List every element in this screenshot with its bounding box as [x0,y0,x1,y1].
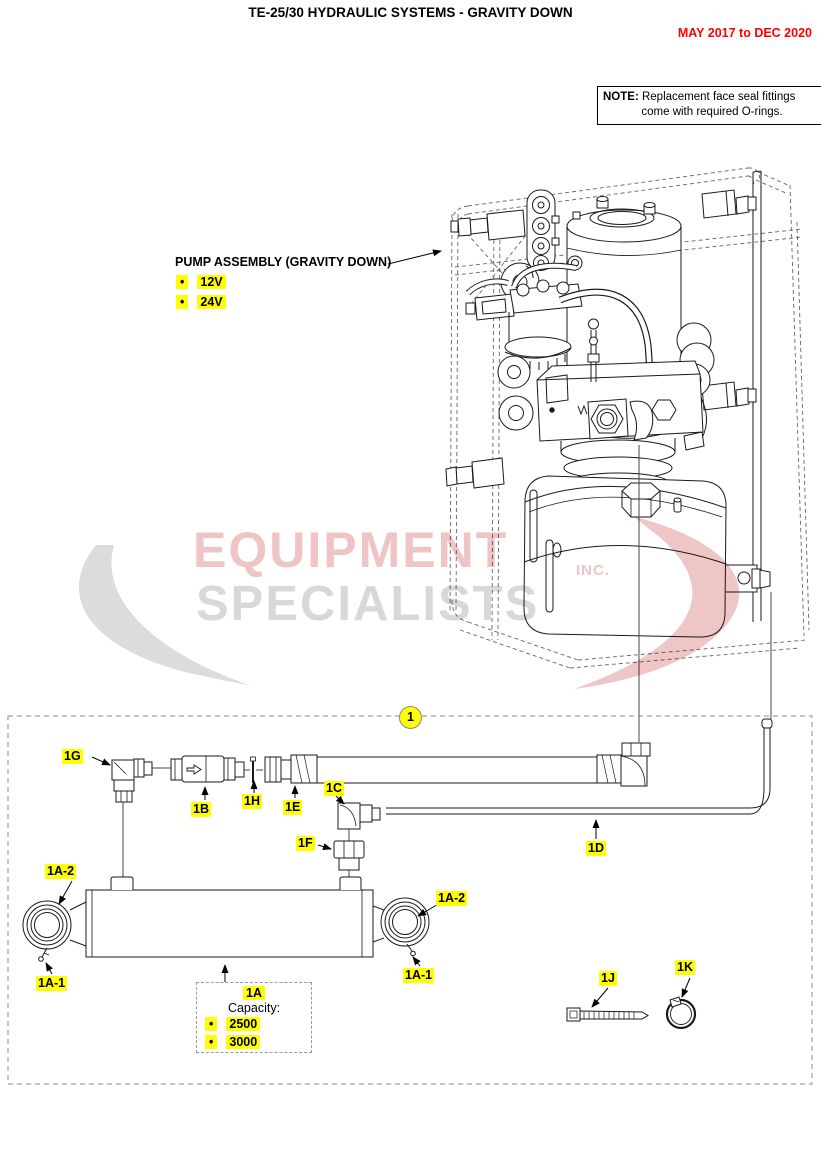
check-valve-1b [170,755,250,783]
part-label-1h: 1H [242,794,262,809]
page-title: TE-25/30 HYDRAULIC SYSTEMS - GRAVITY DOW… [248,5,573,20]
part-label-1j: 1J [599,971,617,986]
date-range-label: MAY 2017 to DEC 2020 [677,26,812,40]
bullet-icon: • [205,1035,218,1049]
note-line1: Replacement face seal fittings [641,91,796,103]
group-1-boundary [7,715,813,1085]
part-label-1c: 1C [324,781,344,796]
bullet-icon: • [205,1017,218,1031]
capacity-heading: Capacity: [227,1001,281,1015]
tube-1d [386,718,773,815]
group-1-badge: 1 [399,706,422,729]
part-label-1a1-left: 1A-1 [36,976,68,991]
note-line2: come with required O-rings. [641,106,783,118]
part-label-1a2-left: 1A-2 [45,864,77,879]
note-label: NOTE: [603,91,639,103]
part-label-1a2-right: 1A-2 [436,891,468,906]
pump-option-12v: •12V [176,275,226,289]
reservoir-tank [523,475,771,638]
hose-assembly-1e [264,742,651,787]
cylinder-1a [22,876,430,962]
callout-arrows [45,249,691,1008]
bullet-icon: • [176,275,189,289]
part-label-1d: 1D [586,841,606,856]
part-label-1b: 1B [191,802,211,817]
part-label-1a1-right: 1A-1 [403,968,435,983]
mounting-brackets [445,170,762,622]
fitting-1g [111,758,171,877]
hose-clamp-1k [665,996,697,1030]
terminal-strip [526,189,560,271]
fitting-1f [333,840,365,877]
part-label-1e: 1E [283,800,303,815]
fitting-1h [250,756,263,783]
pump-body [536,318,704,494]
zip-tie-1j [566,1007,649,1022]
pump-option-24v: •24V [176,295,226,309]
bullet-icon: • [176,295,189,309]
capacity-box: 1A Capacity: •2500 •3000 [196,982,312,1053]
pump-assembly-callout: PUMP ASSEMBLY (GRAVITY DOWN) [175,255,392,269]
part-label-1f: 1F [296,836,315,851]
capacity-option-2500: •2500 [205,1017,261,1031]
fitting-1c [337,802,381,841]
part-label-1g: 1G [62,749,83,764]
capacity-option-3000: •3000 [205,1035,261,1049]
note-box: NOTE: Replacement face seal fittings com… [597,86,821,125]
part-label-1k: 1K [675,960,695,975]
capacity-part-label: 1A [197,986,311,1000]
